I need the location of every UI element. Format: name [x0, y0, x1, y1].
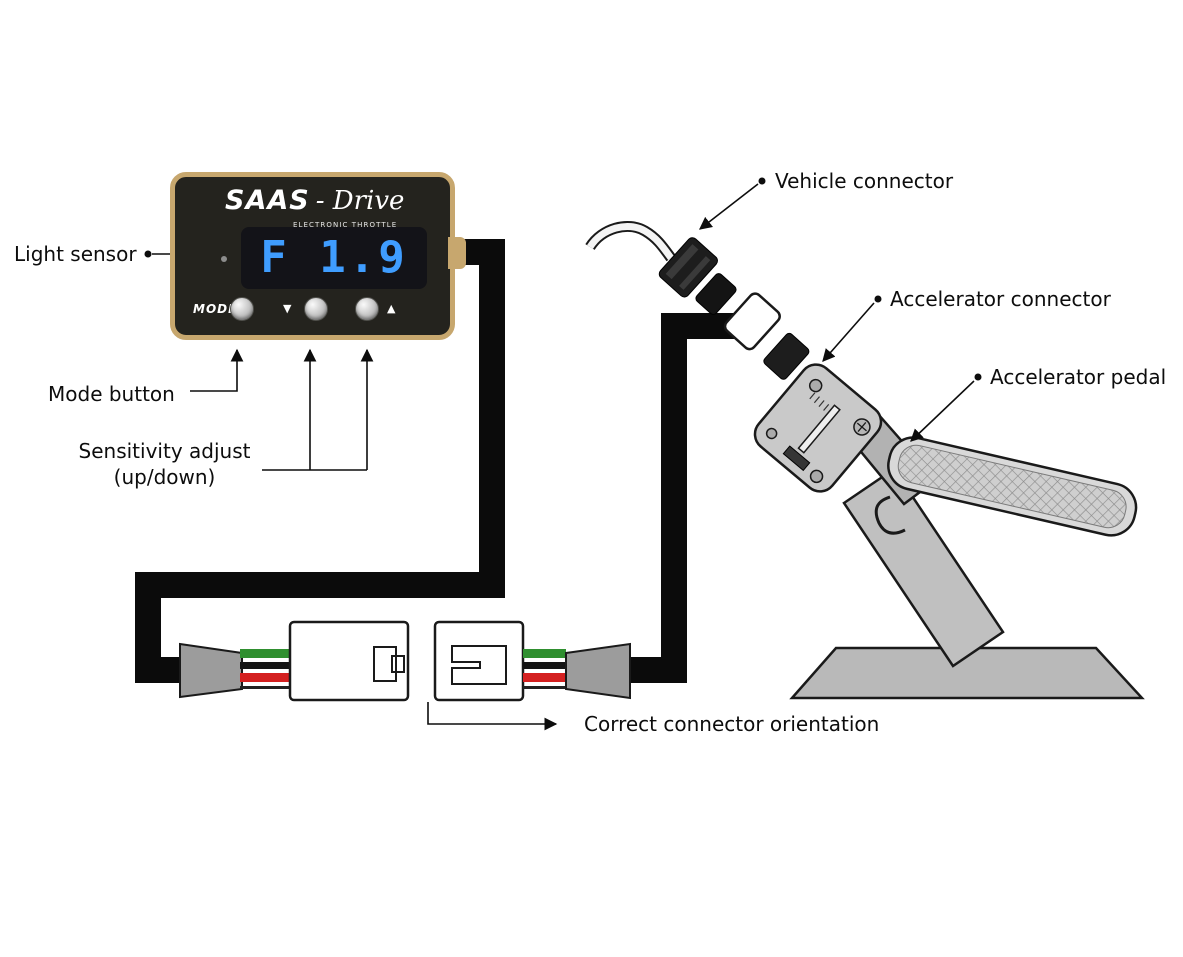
down-triangle-icon: ▼	[283, 302, 292, 315]
up-triangle-icon: ▲	[387, 302, 396, 315]
sensitivity-adjust-label: Sensitivity adjust (up/down)	[62, 438, 267, 490]
rubber-boot	[179, 642, 243, 699]
mode-button-arrow	[190, 348, 244, 392]
wire-black-stripe	[523, 662, 566, 669]
female-connector	[433, 620, 631, 702]
vehicle-connector-arrow	[698, 177, 766, 230]
vehicle-connector-plug	[658, 237, 737, 315]
pedal-pad	[887, 436, 1138, 537]
pedal-hook	[874, 495, 906, 535]
cable-exit-tab	[448, 237, 466, 269]
brand-saas: SAAS	[225, 185, 310, 216]
led-display: F 1.9	[241, 227, 427, 289]
male-connector	[179, 620, 410, 702]
light-sensor-leader	[144, 250, 170, 258]
accelerator-connector-arrow	[822, 295, 882, 362]
brand-logo: SAAS- Drive	[225, 185, 404, 216]
device-controls: MODE ▼ ▲	[175, 295, 450, 325]
screw-icon	[808, 378, 823, 393]
keying-slot	[451, 645, 507, 685]
vehicle-connector-label: Vehicle connector	[775, 169, 954, 193]
accelerator-connector-block	[723, 292, 810, 380]
wire-green-stripe	[523, 649, 566, 658]
wire-thin-stripe	[523, 686, 566, 689]
throttle-controller: SAAS- Drive ELECTRONIC THROTTLE CONTROLL…	[170, 172, 466, 340]
sensor-slot	[797, 404, 841, 454]
mode-label: MODE	[193, 302, 238, 316]
mode-button-label: Mode button	[48, 382, 175, 406]
mode-button	[230, 297, 254, 321]
correct-orientation-label: Correct connector orientation	[584, 712, 880, 736]
screw-icon	[809, 469, 824, 484]
orientation-leader	[427, 702, 558, 731]
controller-cable	[135, 239, 505, 683]
latch-tab	[391, 655, 405, 673]
brand-drive: - Drive	[315, 186, 405, 216]
sensitivity-arrows	[262, 348, 374, 471]
rubber-boot	[565, 642, 631, 700]
pedal-plug	[763, 332, 810, 380]
sensor-window	[782, 445, 811, 472]
accelerator-connector-label: Accelerator connector	[890, 287, 1111, 311]
latch-slot	[373, 646, 397, 682]
down-button	[304, 297, 328, 321]
pedal-stand	[842, 467, 1005, 668]
up-button	[355, 297, 379, 321]
sensitivity-line1: Sensitivity adjust	[78, 439, 251, 463]
wire-black-stripe	[240, 662, 292, 669]
pedal-sensor-bracket	[753, 363, 883, 493]
connector-housing	[288, 620, 410, 702]
sensitivity-line2: (up/down)	[113, 465, 216, 489]
vehicle-harness-wire	[585, 220, 676, 262]
pedal-assembly	[753, 363, 1145, 700]
wire-red-stripe	[523, 673, 566, 682]
wire-thin-stripe	[240, 686, 292, 689]
screw-icon	[765, 427, 778, 440]
wire-green-stripe	[240, 649, 292, 658]
light-sensor-label: Light sensor	[14, 242, 137, 266]
accelerator-pedal-arrow	[910, 373, 982, 442]
pedal-side-cable	[626, 313, 742, 683]
pedal-base	[789, 646, 1145, 700]
accelerator-pedal-label: Accelerator pedal	[990, 365, 1167, 389]
wire-red-stripe	[240, 673, 292, 682]
light-sensor-dot	[221, 256, 227, 262]
scale-ticks	[809, 392, 830, 411]
